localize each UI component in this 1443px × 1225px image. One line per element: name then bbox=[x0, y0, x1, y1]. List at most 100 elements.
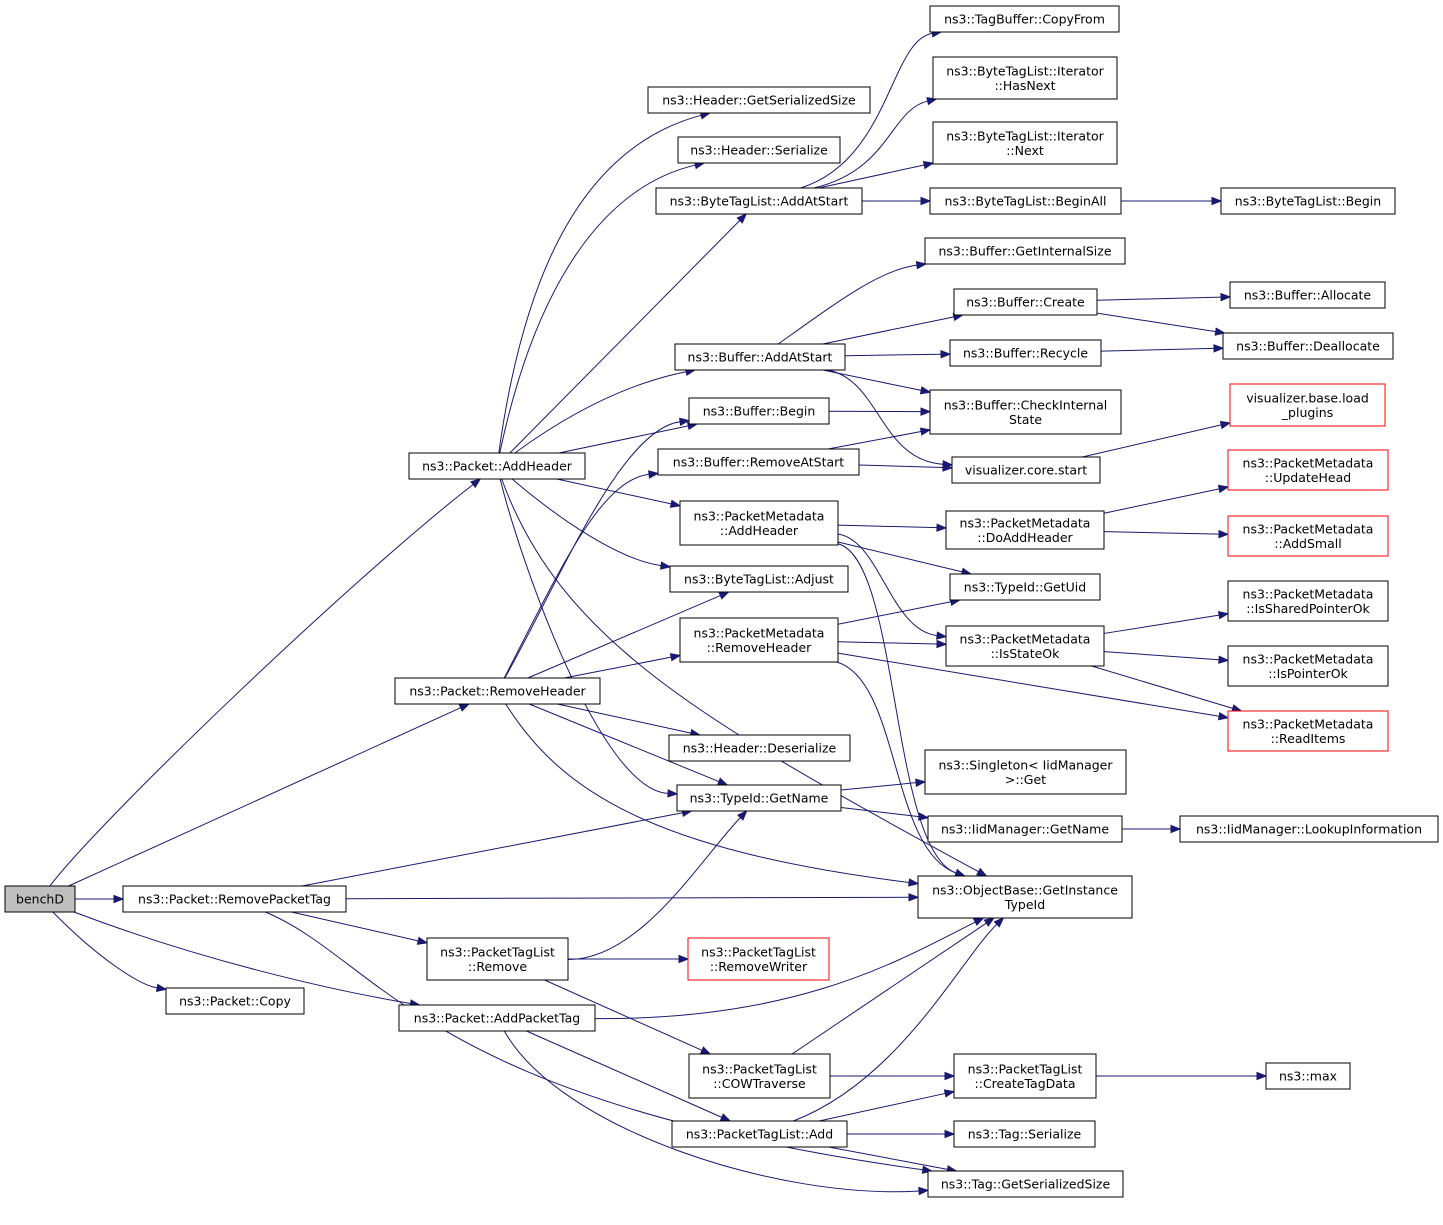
arrowhead-ptl_remove-to-typeid_getname bbox=[737, 810, 748, 821]
node-pm_readitems[interactable]: ns3::PacketMetadata::ReadItems bbox=[1227, 710, 1389, 752]
node-ptl_add[interactable]: ns3::PacketTagList::Add bbox=[671, 1120, 848, 1148]
node-ptl_removewriter[interactable]: ns3::PacketTagList::RemoveWriter bbox=[687, 937, 830, 981]
node-buffer_begin[interactable]: ns3::Buffer::Begin bbox=[688, 397, 830, 425]
node-label: ns3::Buffer::Create bbox=[966, 295, 1085, 310]
node-box bbox=[1229, 383, 1386, 427]
node-label: ns3::PacketTagList bbox=[701, 944, 816, 959]
edge-pm_doaddheader-to-pm_addsmall bbox=[1103, 531, 1220, 535]
node-label: ns3::Header::Deserialize bbox=[683, 741, 837, 756]
edge-bytetaglist_addatstart-to-btl_iter_hasnext bbox=[813, 100, 928, 189]
arrowhead-btl_beginall-to-btl_begin bbox=[1211, 196, 1223, 206]
node-box bbox=[953, 1053, 1097, 1099]
arrowhead-packet_addpackettag-to-ptl_add bbox=[719, 1113, 732, 1122]
node-buffer_recycle[interactable]: ns3::Buffer::Recycle bbox=[949, 339, 1102, 367]
node-packet_removepackettag[interactable]: ns3::Packet::RemovePacketTag bbox=[122, 885, 347, 913]
node-tag_getserializedsize[interactable]: ns3::Tag::GetSerializedSize bbox=[927, 1170, 1124, 1198]
arrowhead-ptl_createtagdata-to-ns3_max bbox=[1256, 1071, 1268, 1081]
arrowhead-benchD-to-packet_addheader bbox=[470, 478, 482, 489]
node-pm_addsmall[interactable]: ns3::PacketMetadata::AddSmall bbox=[1227, 515, 1389, 557]
arrowhead-buffer_recycle-to-buffer_deallocate bbox=[1213, 344, 1225, 353]
node-pm_isstateok[interactable]: ns3::PacketMetadata::IsStateOk bbox=[945, 625, 1105, 667]
node-header_deserialize[interactable]: ns3::Header::Deserialize bbox=[668, 734, 851, 762]
node-label: ::RemoveHeader bbox=[707, 640, 813, 655]
node-label: ns3::Packet::AddPacketTag bbox=[414, 1011, 580, 1026]
node-typeid_getname[interactable]: ns3::TypeId::GetName bbox=[676, 784, 842, 812]
arrowhead-packet_addheader-to-objectbase_getinstancetypeid bbox=[976, 867, 988, 877]
arrowhead-buffer_removeatstart-to-vis_core_start bbox=[942, 463, 954, 472]
arrowhead-iidmanager_getname-to-iidmanager_lookupinformation bbox=[1170, 824, 1182, 834]
arrowhead-pm_doaddheader-to-pm_addsmall bbox=[1218, 529, 1230, 539]
node-box bbox=[929, 187, 1122, 215]
node-ns3_max[interactable]: ns3::max bbox=[1265, 1062, 1351, 1090]
node-buffer_deallocate[interactable]: ns3::Buffer::Deallocate bbox=[1222, 332, 1394, 360]
node-buffer_addatstart[interactable]: ns3::Buffer::AddAtStart bbox=[674, 343, 846, 371]
node-box bbox=[1222, 332, 1394, 360]
node-vis_base_load_plugins[interactable]: visualizer.base.load_plugins bbox=[1229, 383, 1386, 427]
node-typeid_getuid[interactable]: ns3::TypeId::GetUid bbox=[949, 573, 1101, 601]
node-pm_updatehead[interactable]: ns3::PacketMetadata::UpdateHead bbox=[1227, 449, 1389, 491]
arrowhead-packet_removeheader-to-typeid_getname bbox=[716, 777, 729, 786]
node-pm_doaddheader[interactable]: ns3::PacketMetadata::DoAddHeader bbox=[945, 510, 1105, 550]
edge-ptl_remove-to-ptl_cowtraverse bbox=[544, 979, 703, 1051]
node-ptl_cowtraverse[interactable]: ns3::PacketTagList::COWTraverse bbox=[688, 1053, 831, 1099]
node-pm_removeheader[interactable]: ns3::PacketMetadata::RemoveHeader bbox=[679, 617, 839, 663]
arrowhead-pm_addheader-to-pm_isstateok bbox=[936, 631, 948, 640]
arrowhead-bytetaglist_addatstart-to-btl_iter_next bbox=[922, 160, 935, 170]
node-label: ns3::Singleton< IidManager bbox=[938, 757, 1113, 772]
node-buffer_allocate[interactable]: ns3::Buffer::Allocate bbox=[1229, 281, 1386, 309]
arrowhead-buffer_create-to-buffer_deallocate bbox=[1214, 327, 1226, 336]
node-label: ::IsStateOk bbox=[991, 646, 1061, 661]
node-btl_iter_next[interactable]: ns3::ByteTagList::Iterator::Next bbox=[932, 121, 1118, 165]
node-iidmanager_lookupinformation[interactable]: ns3::IidManager::LookupInformation bbox=[1179, 815, 1439, 843]
node-label: ns3::Header::GetSerializedSize bbox=[662, 93, 856, 108]
node-packet_addheader[interactable]: ns3::Packet::AddHeader bbox=[408, 452, 586, 480]
edge-packet_removeheader-to-bytetaglist_adjust bbox=[527, 595, 721, 679]
node-buffer_create[interactable]: ns3::Buffer::Create bbox=[953, 288, 1098, 316]
node-ptl_remove[interactable]: ns3::PacketTagList::Remove bbox=[426, 937, 569, 981]
edge-packet_removepackettag-to-typeid_getname bbox=[301, 812, 683, 887]
node-packet_addpackettag[interactable]: ns3::Packet::AddPacketTag bbox=[398, 1004, 596, 1032]
node-label: ns3::Buffer::CheckInternal bbox=[944, 397, 1108, 412]
arrowhead-packet_removeheader-to-bytetaglist_adjust bbox=[718, 591, 730, 600]
node-pm_ispointerok[interactable]: ns3::PacketMetadata::IsPointerOk bbox=[1227, 645, 1389, 687]
node-ptl_createtagdata[interactable]: ns3::PacketTagList::CreateTagData bbox=[953, 1053, 1097, 1099]
arrowhead-packet_removepackettag-to-objectbase_getinstancetypeid bbox=[908, 893, 920, 902]
node-packet_copy[interactable]: ns3::Packet::Copy bbox=[165, 987, 305, 1015]
node-tagbuffer_copyfrom[interactable]: ns3::TagBuffer::CopyFrom bbox=[929, 5, 1120, 33]
node-box bbox=[927, 1170, 1124, 1198]
node-buffer_removeatstart[interactable]: ns3::Buffer::RemoveAtStart bbox=[657, 448, 860, 476]
node-btl_begin[interactable]: ns3::ByteTagList::Begin bbox=[1220, 187, 1396, 215]
edge-pm_isstateok-to-pm_issharedpointerok bbox=[1103, 614, 1220, 634]
node-box bbox=[426, 937, 569, 981]
node-singleton_get[interactable]: ns3::Singleton< IidManager >::Get bbox=[924, 749, 1127, 795]
arrowhead-pm_isstateok-to-pm_ispointerok bbox=[1218, 655, 1230, 664]
node-btl_beginall[interactable]: ns3::ByteTagList::BeginAll bbox=[929, 187, 1122, 215]
arrowhead-buffer_addatstart-to-buffer_checkinternalstate bbox=[919, 386, 932, 395]
node-tag_serialize[interactable]: ns3::Tag::Serialize bbox=[953, 1120, 1096, 1148]
node-benchD[interactable]: benchD bbox=[4, 885, 76, 913]
edge-packet_removeheader-to-typeid_getname bbox=[529, 703, 720, 783]
node-header_serialize[interactable]: ns3::Header::Serialize bbox=[677, 136, 841, 164]
edge-packet_removepackettag-to-objectbase_getinstancetypeid bbox=[345, 896, 910, 900]
node-btl_iter_hasnext[interactable]: ns3::ByteTagList::Iterator::HasNext bbox=[932, 56, 1118, 100]
node-pm_issharedpointerok[interactable]: ns3::PacketMetadata::IsSharedPointerOk bbox=[1227, 580, 1389, 622]
edge-typeid_getname-to-singleton_get bbox=[840, 782, 917, 791]
node-pm_addheader[interactable]: ns3::PacketMetadata::AddHeader bbox=[679, 500, 839, 546]
node-label: ns3::ByteTagList::Iterator bbox=[946, 63, 1104, 78]
node-bytetaglist_addatstart[interactable]: ns3::ByteTagList::AddAtStart bbox=[655, 187, 863, 215]
node-buffer_getinternalsize[interactable]: ns3::Buffer::GetInternalSize bbox=[924, 237, 1126, 265]
arrowhead-pm_removeheader-to-pm_isstateok bbox=[936, 639, 948, 649]
node-label: ::HasNext bbox=[994, 78, 1055, 93]
node-vis_core_start[interactable]: visualizer.core.start bbox=[951, 456, 1101, 484]
node-label: ns3::PacketTagList bbox=[440, 944, 555, 959]
node-iidmanager_getname[interactable]: ns3::IidManager::GetName bbox=[927, 815, 1123, 843]
node-label: ns3::PacketMetadata bbox=[1243, 455, 1374, 470]
node-packet_removeheader[interactable]: ns3::Packet::RemoveHeader bbox=[394, 677, 601, 705]
node-header_getserializedsize[interactable]: ns3::Header::GetSerializedSize bbox=[647, 86, 871, 114]
arrowhead-pm_addheader-to-pm_doaddheader bbox=[936, 523, 948, 532]
node-bytetaglist_adjust[interactable]: ns3::ByteTagList::Adjust bbox=[669, 565, 849, 593]
node-label: ::IsPointerOk bbox=[1268, 666, 1348, 681]
node-box bbox=[945, 625, 1105, 667]
